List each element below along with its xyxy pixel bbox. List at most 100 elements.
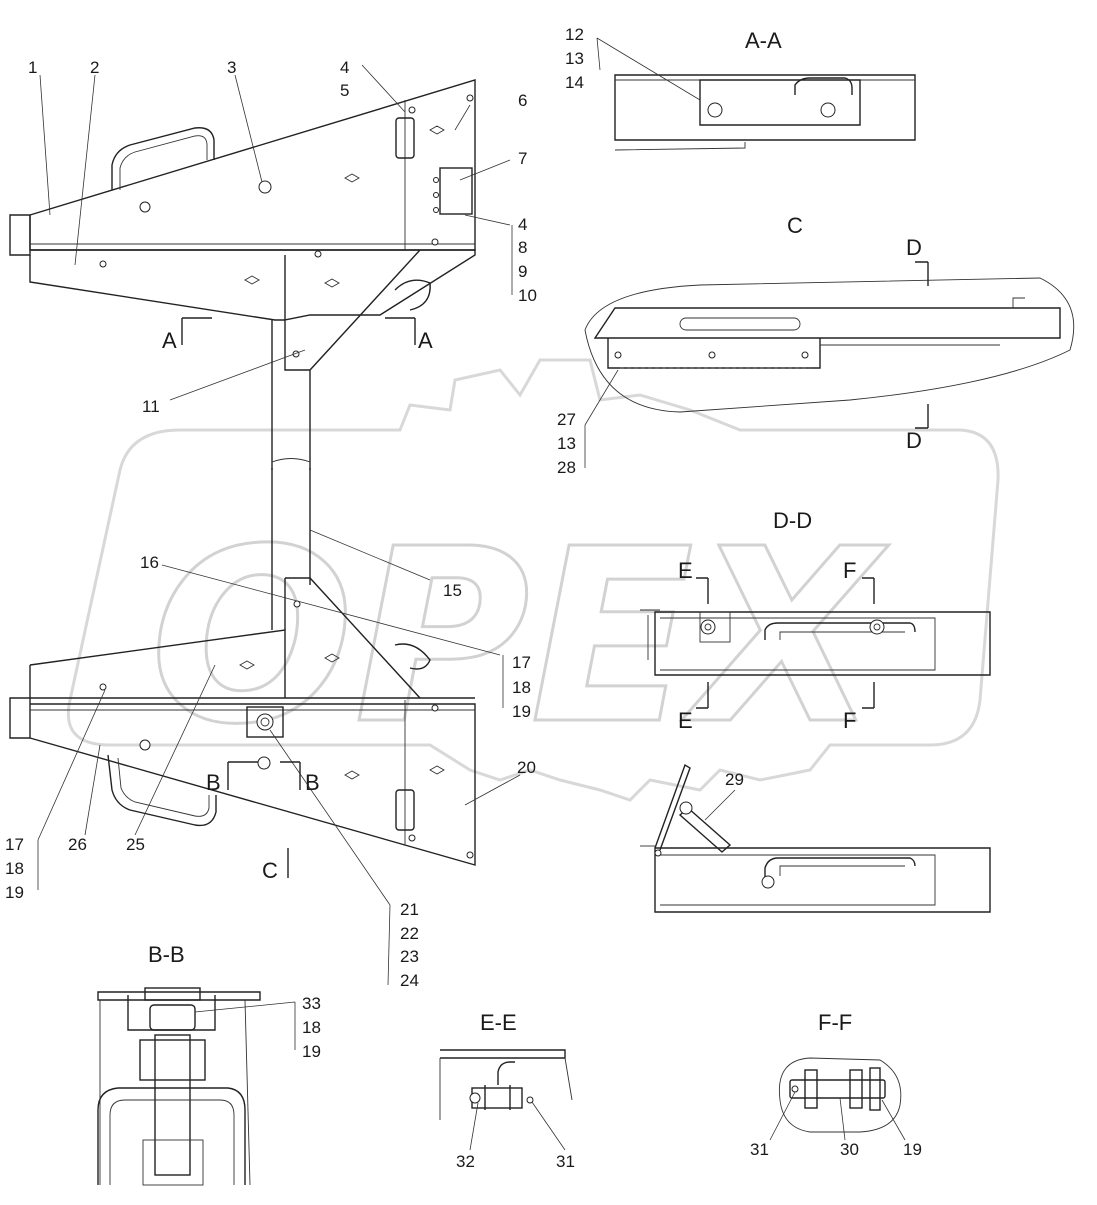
cut-a-right <box>385 317 416 345</box>
section-title-ff: F-F <box>818 1010 852 1035</box>
label-31-ff: 31 <box>750 1140 769 1159</box>
label-18-right: 18 <box>512 678 531 697</box>
ff-pin <box>789 1079 886 1099</box>
marker-e-top: E <box>678 558 693 583</box>
watermark-gear-outline <box>66 358 1000 802</box>
label-13-c: 13 <box>557 434 576 453</box>
label-19-bb: 19 <box>302 1042 321 1061</box>
section-dd <box>640 577 991 709</box>
gas-strut <box>678 807 732 853</box>
cut-d-bottom <box>915 404 929 429</box>
marker-c-view: C <box>262 858 278 883</box>
cut-a-left <box>181 317 212 345</box>
latch-plate <box>439 167 473 215</box>
section-title-aa: A-A <box>745 28 782 53</box>
label-31-ee: 31 <box>556 1152 575 1171</box>
frame-cutout <box>394 279 431 311</box>
upper-bracket-view <box>9 79 476 470</box>
cut-d-top <box>915 261 929 286</box>
upper-hinge <box>395 117 415 159</box>
label-13-aa: 13 <box>565 49 584 68</box>
watermark: OPEX <box>66 358 1000 802</box>
label-25: 25 <box>126 835 145 854</box>
view-c-plate <box>593 307 1061 339</box>
upper-hole-3 <box>258 180 272 194</box>
cut-f-bottom <box>862 682 875 709</box>
label-18-left: 18 <box>5 859 24 878</box>
marker-a-right: A <box>418 328 433 353</box>
label-4-lower: 4 <box>518 215 527 234</box>
label-26: 26 <box>68 835 87 854</box>
cut-markers <box>181 317 416 878</box>
marker-f-bottom: F <box>843 708 856 733</box>
upper-frame <box>30 249 476 371</box>
label-4-upper: 4 <box>340 58 349 77</box>
label-6: 6 <box>518 91 527 110</box>
label-27: 27 <box>557 410 576 429</box>
label-20: 20 <box>517 758 536 777</box>
label-17-left: 17 <box>5 835 24 854</box>
label-19-ff: 19 <box>903 1140 922 1159</box>
upper-end-cap <box>9 214 31 256</box>
view-c <box>584 261 1075 429</box>
section-ee <box>439 1049 573 1120</box>
cut-f-top <box>862 577 875 604</box>
label-2: 2 <box>90 58 99 77</box>
watermark-text: OPEX <box>150 497 889 777</box>
marker-b-left: B <box>206 770 221 795</box>
label-17-right: 17 <box>512 653 531 672</box>
pivot-pad <box>246 706 284 738</box>
lower-side-plate <box>29 703 476 866</box>
upper-handle <box>111 127 215 190</box>
section-bb <box>97 987 261 1186</box>
label-19-left: 19 <box>5 883 24 902</box>
label-18-bb: 18 <box>302 1018 321 1037</box>
lower-gusset <box>285 577 421 699</box>
cut-b-right <box>280 761 301 790</box>
label-14: 14 <box>565 73 584 92</box>
clamp-handle <box>794 77 853 95</box>
label-3: 3 <box>227 58 236 77</box>
marker-f-top: F <box>843 558 856 583</box>
label-16: 16 <box>140 553 159 572</box>
label-12: 12 <box>565 25 584 44</box>
lower-handle <box>107 754 217 827</box>
label-7: 7 <box>518 149 527 168</box>
marker-a-left: A <box>162 328 177 353</box>
part-labels: 1 2 3 4 5 6 7 4 8 9 10 11 12 13 14 27 13… <box>5 25 922 1171</box>
label-33: 33 <box>302 994 321 1013</box>
label-10: 10 <box>518 286 537 305</box>
section-title-bb: B-B <box>148 942 185 967</box>
label-29: 29 <box>725 770 744 789</box>
section-title-dd: D-D <box>773 508 812 533</box>
label-19-right: 19 <box>512 702 531 721</box>
label-15: 15 <box>443 581 462 600</box>
label-1: 1 <box>28 58 37 77</box>
label-22: 22 <box>400 924 419 943</box>
upper-wedge-plate <box>29 79 476 251</box>
marker-d-top: D <box>906 235 922 260</box>
lower-hinge <box>395 789 415 831</box>
label-23: 23 <box>400 947 419 966</box>
cut-e-bottom <box>696 682 709 709</box>
section-title-c: C <box>787 213 803 238</box>
section-ff <box>778 1057 902 1133</box>
label-8: 8 <box>518 238 527 257</box>
label-5: 5 <box>340 81 349 100</box>
detail-29 <box>640 763 991 913</box>
label-21: 21 <box>400 900 419 919</box>
leader-lines <box>37 37 906 1151</box>
clamp-plate <box>699 79 861 126</box>
bb-frame <box>97 1087 246 1185</box>
marker-b-right: B <box>305 770 320 795</box>
marker-e-bottom: E <box>678 708 693 733</box>
cut-e-top <box>696 577 709 604</box>
label-28: 28 <box>557 458 576 477</box>
label-32: 32 <box>456 1152 475 1171</box>
view-c-boundary <box>584 277 1075 413</box>
section-title-ee: E-E <box>480 1010 517 1035</box>
lower-bracket-view <box>9 468 476 866</box>
cut-b-left <box>227 761 258 790</box>
label-30: 30 <box>840 1140 859 1159</box>
